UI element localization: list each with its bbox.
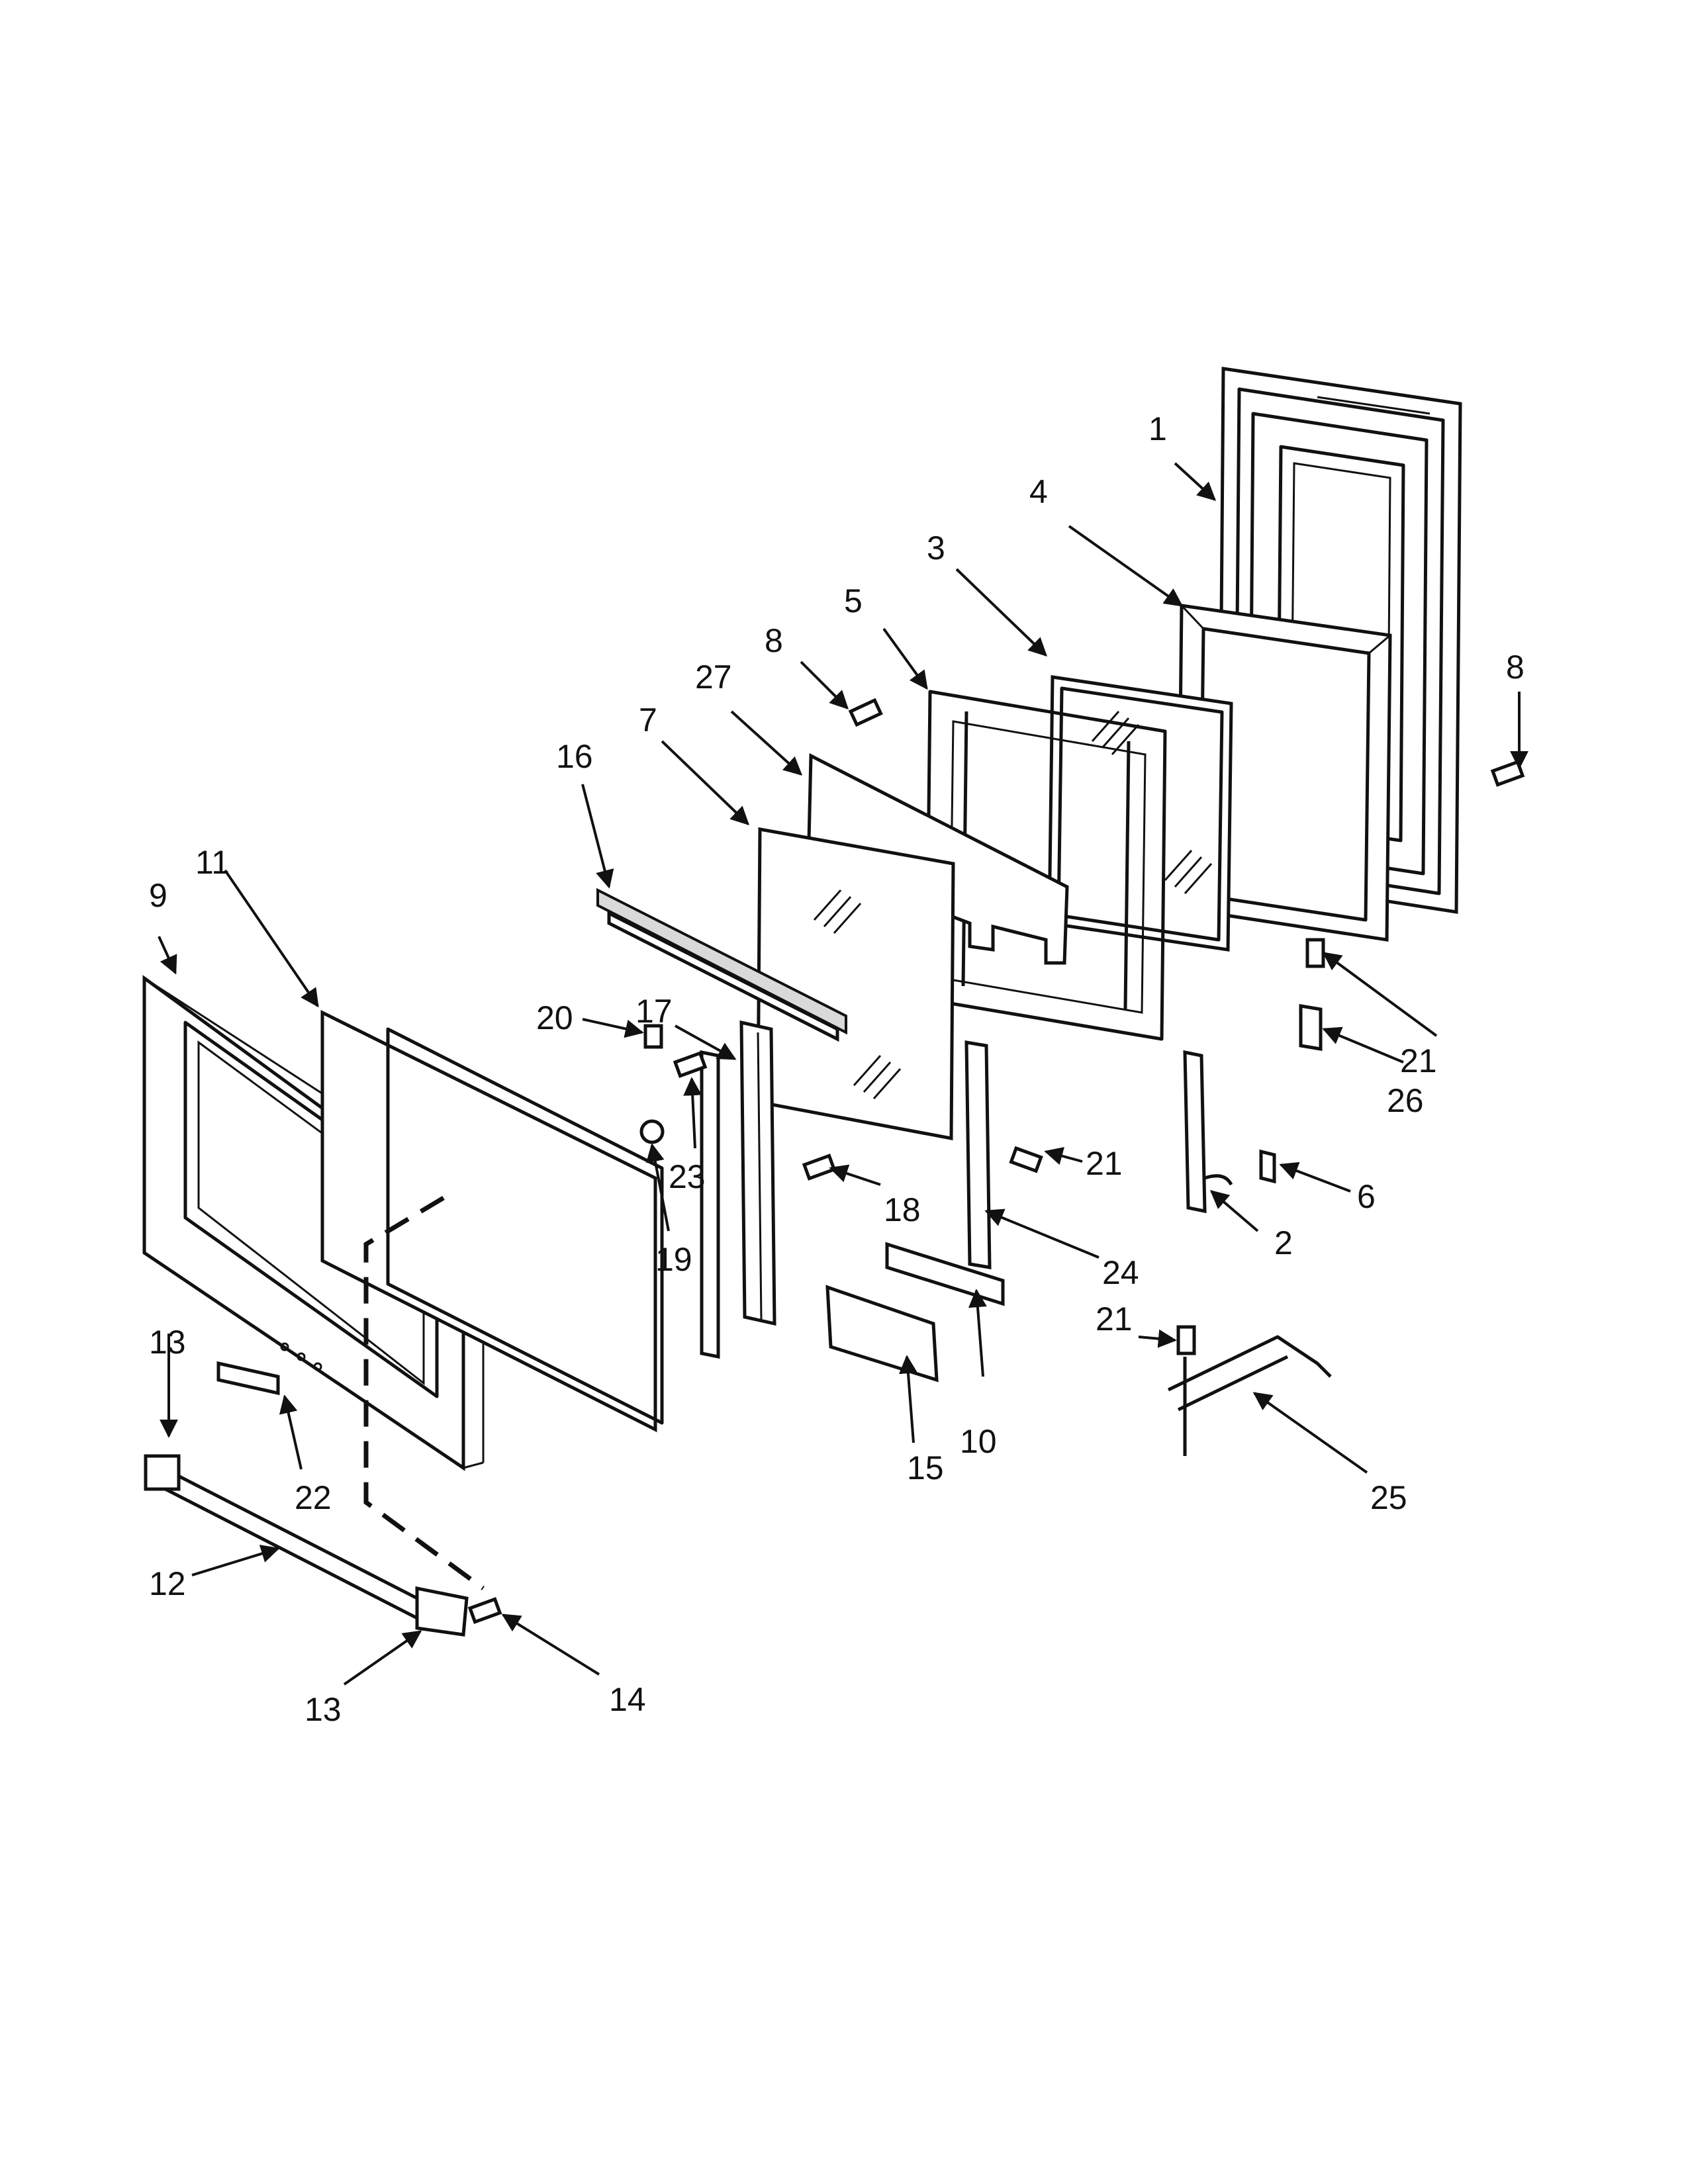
part-17-side-channel — [739, 1020, 776, 1326]
callout-21-low: 21 — [1096, 1300, 1133, 1338]
part-2-door-hinge — [1183, 1050, 1233, 1214]
part-22-nameplate-badge — [216, 1361, 280, 1396]
callout-4: 4 — [1029, 473, 1048, 510]
part-23-gasket-strip — [700, 1050, 720, 1359]
callout-21-top: 21 — [1400, 1042, 1437, 1079]
callout-6: 6 — [1357, 1178, 1376, 1215]
callout-16: 16 — [556, 738, 593, 775]
callout-13-top: 13 — [149, 1324, 186, 1361]
leader-arrows — [158, 462, 1528, 1686]
screw-8-left — [848, 698, 883, 727]
callout-7: 7 — [639, 702, 657, 739]
callout-8-left: 8 — [765, 622, 783, 659]
part-12-door-handle — [144, 1454, 469, 1637]
callout-18: 18 — [884, 1191, 921, 1228]
callout-25: 25 — [1370, 1479, 1407, 1516]
part-6-latch-clip — [1259, 1149, 1276, 1184]
part-7-middle-glass — [756, 827, 955, 1141]
screw-21-low — [1176, 1325, 1196, 1355]
callout-15: 15 — [907, 1449, 944, 1486]
callout-20: 20 — [536, 999, 573, 1036]
callout-17: 17 — [635, 993, 673, 1030]
callout-labels: 1 2 3 4 5 6 7 8 8 9 10 11 12 13 13 14 15… — [149, 410, 1524, 1728]
dashed-wire-path — [363, 1195, 485, 1590]
part-16-trim-strip — [596, 887, 847, 1042]
callout-21-mid: 21 — [1086, 1145, 1123, 1182]
callout-19: 19 — [655, 1241, 692, 1278]
part-26-hinge-receiver — [1299, 1004, 1323, 1051]
callout-5: 5 — [844, 582, 863, 619]
screw-23 — [673, 1051, 708, 1078]
callout-22: 22 — [295, 1479, 332, 1516]
part-25-support-bracket — [1167, 1335, 1332, 1456]
part-11-outer-glass — [320, 1009, 664, 1433]
callout-27: 27 — [695, 659, 732, 696]
screw-20 — [643, 1024, 663, 1049]
part-19-spacer — [639, 1119, 665, 1144]
part-15-bracket — [825, 1285, 939, 1383]
callout-12: 12 — [149, 1565, 186, 1602]
callout-8-right: 8 — [1506, 649, 1524, 686]
screw-14 — [467, 1597, 502, 1624]
callout-11: 11 — [195, 844, 230, 881]
callout-9: 9 — [149, 877, 167, 914]
callout-26: 26 — [1387, 1082, 1424, 1119]
callout-13-bottom: 13 — [305, 1691, 342, 1728]
callout-1: 1 — [1149, 410, 1167, 447]
screw-21-mid — [1009, 1146, 1043, 1173]
callout-14: 14 — [609, 1681, 646, 1718]
callout-3: 3 — [927, 529, 945, 567]
callout-23: 23 — [669, 1158, 706, 1195]
part-24-hinge-bracket — [964, 1040, 992, 1269]
screw-18 — [802, 1154, 837, 1181]
callout-2: 2 — [1274, 1224, 1293, 1261]
screw-21-top — [1305, 938, 1325, 968]
callout-10: 10 — [960, 1423, 997, 1460]
callout-24: 24 — [1102, 1254, 1139, 1291]
